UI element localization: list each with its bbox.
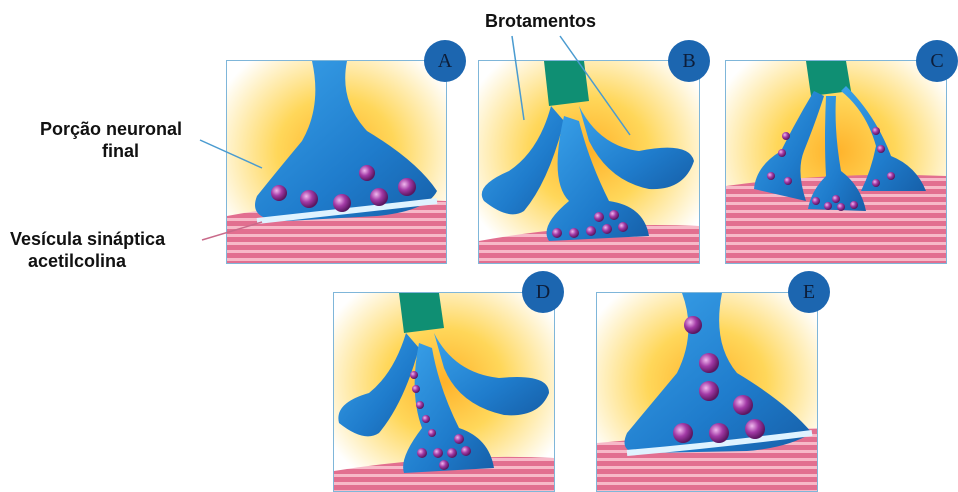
- axon-sheath: [544, 61, 589, 106]
- badge-c: C: [916, 40, 958, 82]
- badge-b: B: [668, 40, 710, 82]
- panel-a-illustration: [227, 61, 446, 263]
- panel-e: [596, 292, 818, 492]
- panel-d: [333, 292, 555, 492]
- badge-e: E: [788, 271, 830, 313]
- panel-b-illustration: [479, 61, 699, 263]
- panel-a: [226, 60, 447, 264]
- terminal-label: Porção neuronal final: [40, 118, 220, 162]
- badge-a: A: [424, 40, 466, 82]
- panel-e-illustration: [597, 293, 817, 491]
- vesicle-label-line1: Vesícula sináptica: [10, 228, 165, 250]
- vesicle-label: Vesícula sináptica acetilcolina: [10, 228, 165, 272]
- panel-c-illustration: [726, 61, 946, 263]
- sprouting-label: Brotamentos: [485, 10, 596, 32]
- panel-c: [725, 60, 947, 264]
- vesicle-label-line2: acetilcolina: [10, 250, 165, 272]
- terminal-label-line2: final: [40, 140, 220, 162]
- panel-b: [478, 60, 700, 264]
- panel-d-illustration: [334, 293, 554, 491]
- terminal-label-line1: Porção neuronal: [40, 118, 220, 140]
- badge-d: D: [522, 271, 564, 313]
